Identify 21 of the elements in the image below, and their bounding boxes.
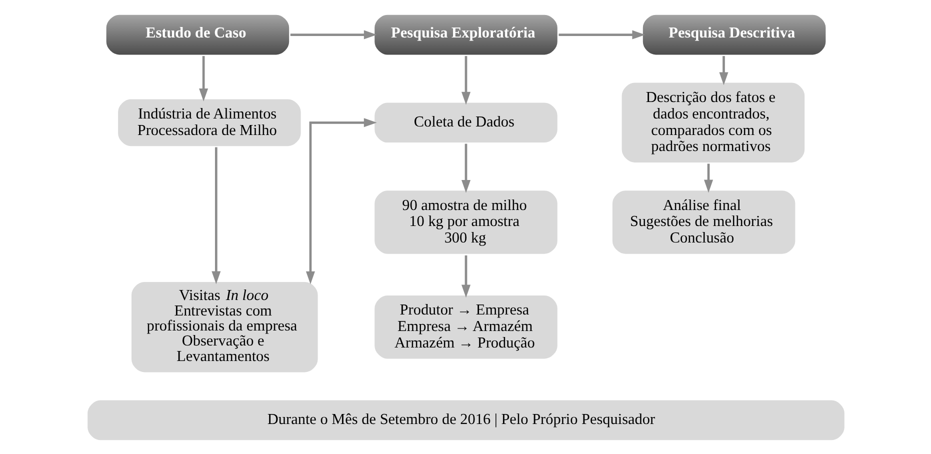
node-box: Visitas In loco Entrevistas com profissionais da empresa Observação e Levantamentos (128, 279, 320, 374)
node-box: Indústria de Alimentos Processadora de Milho (115, 96, 303, 148)
arrow (305, 118, 376, 284)
arrow (460, 56, 470, 104)
arrow (211, 146, 220, 284)
node-box: Durante o Mês de Setembro de 2016 | Pelo Próprio Pesquisador (84, 397, 846, 442)
node-box: Análise final Sugestões de melhorias Conclusão (610, 188, 798, 256)
arrow (718, 56, 728, 85)
node-box: Coleta de Dados (372, 100, 560, 144)
node-box: Produtor → Empresa Empresa → Armazém Armazém → Produção (372, 292, 560, 361)
node-box: Descrição dos fatos e dados encontrados, comparados com os padrões normativos (618, 80, 806, 164)
arrow (198, 56, 208, 101)
arrow (704, 163, 713, 192)
node-box: Pesquisa Exploratória (372, 12, 560, 57)
arrow (290, 30, 376, 39)
arrow (460, 143, 470, 192)
arrow (558, 30, 645, 39)
node-box: Estudo de Caso (103, 12, 291, 57)
node-box: Pesquisa Descritiva (640, 12, 828, 57)
arrow (460, 254, 470, 298)
node-box: 90 amostra de milho 10 kg por amostra 300 kg (372, 188, 560, 256)
